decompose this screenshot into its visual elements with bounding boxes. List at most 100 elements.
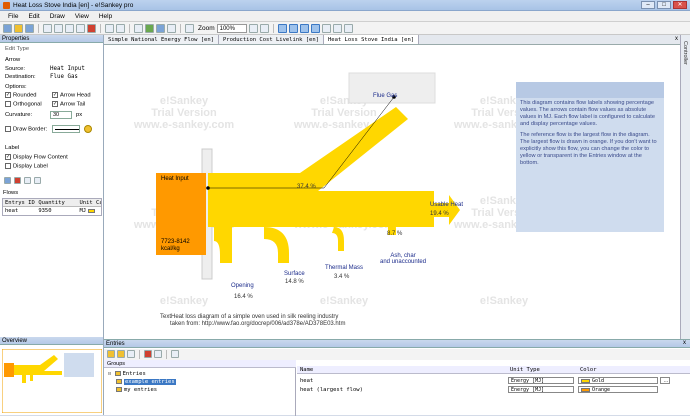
sankey-diagram[interactable] [104, 45, 680, 339]
delete-entry-icon[interactable] [144, 350, 152, 358]
delete-icon[interactable] [87, 23, 96, 33]
tree-item-example-entries[interactable]: example entries [116, 378, 176, 386]
controller-sidebar[interactable]: Controller [680, 35, 690, 339]
tree-item-my-entries[interactable]: my entries [116, 386, 157, 394]
surface-flow [264, 227, 289, 263]
checkbox-unchecked-icon [5, 101, 11, 107]
open-folder-icon[interactable] [14, 23, 23, 33]
open-group-icon[interactable] [117, 350, 125, 358]
color-select[interactable]: Gold [578, 377, 658, 384]
zoom-select[interactable]: 100% [216, 23, 247, 33]
color-swatch [581, 387, 590, 392]
arrow-tool-icon[interactable] [156, 23, 165, 33]
folder-icon [116, 387, 122, 392]
description-box[interactable]: This diagram contains flow labels showin… [516, 82, 664, 232]
flow-quantity-cell: 9350 [38, 208, 52, 214]
table-row[interactable]: heat 9350 MJ [3, 207, 101, 215]
description-box-header [516, 82, 664, 98]
flue-gas-node [348, 72, 436, 104]
menu-help[interactable]: Help [98, 13, 113, 20]
arrow-head-checkbox[interactable]: ✓Arrow Head [52, 92, 91, 99]
view-mode-2-icon[interactable] [288, 23, 298, 33]
cut-icon[interactable] [54, 23, 63, 33]
view-mode-4-icon[interactable] [310, 23, 320, 33]
new-file-icon[interactable] [3, 23, 12, 33]
entry-properties-icon[interactable] [171, 350, 179, 358]
thermal-mass-flow [332, 227, 344, 251]
thermal-mass-label: Thermal Mass [325, 265, 364, 271]
minimize-button[interactable]: – [641, 1, 655, 9]
maximize-button[interactable]: □ [657, 1, 671, 9]
orthogonal-checkbox[interactable]: Orthogonal [5, 101, 42, 108]
tree-item-label: example entries [124, 379, 176, 385]
undo-icon[interactable] [105, 23, 114, 33]
entries-close-icon[interactable]: x [683, 340, 686, 346]
checkbox-checked-icon: ✓ [5, 154, 11, 160]
color-picker-icon[interactable] [84, 125, 92, 133]
pointer-tool-icon[interactable] [134, 23, 143, 33]
entry-name-cell[interactable]: heat (largest flow) [300, 387, 363, 393]
tab-production-cost-livelink[interactable]: Production Cost Livelink [en] [218, 35, 324, 44]
zoom-out-icon[interactable] [259, 23, 269, 33]
menu-view[interactable]: View [74, 13, 89, 20]
tab-heat-loss-stove-india[interactable]: Heat Loss Stove India [en] [324, 35, 420, 44]
more-button[interactable]: ... [660, 377, 670, 384]
print-icon[interactable] [43, 23, 52, 33]
menu-edit[interactable]: Edit [28, 13, 40, 20]
node-tool-icon[interactable] [145, 23, 154, 33]
display-flow-content-checkbox[interactable]: ✓Display Flow Content [5, 154, 68, 161]
column-header-color: Color [577, 366, 690, 374]
add-entry-icon[interactable] [127, 350, 135, 358]
display-label-checkbox[interactable]: Display Label [5, 163, 48, 170]
watermark-line: e!Sankey [159, 95, 209, 107]
description-paragraph-2: The reference flow is the largest flow i… [520, 132, 657, 166]
toolbar-divider [100, 23, 101, 33]
label-section-label: Label [5, 145, 20, 151]
copy-entry-icon[interactable] [154, 350, 162, 358]
draw-border-checkbox[interactable]: Draw Border: [5, 126, 47, 133]
color-select[interactable]: Orange [578, 386, 658, 393]
view-mode-3-icon[interactable] [299, 23, 309, 33]
menu-file[interactable]: File [8, 13, 19, 20]
text-tool-icon[interactable] [167, 23, 176, 33]
surface-pct: 14.8 % [285, 279, 304, 285]
ash-pct: 8.7 % [387, 231, 403, 237]
move-up-icon[interactable] [24, 177, 31, 184]
overview-thumbnail[interactable] [2, 349, 102, 413]
zoom-icon[interactable] [185, 23, 194, 33]
checkbox-checked-icon: ✓ [52, 92, 58, 98]
redo-icon[interactable] [116, 23, 125, 33]
add-flow-icon[interactable] [4, 177, 11, 184]
arrow-tail-checkbox[interactable]: ✓Arrow Tail [52, 101, 85, 108]
groups-tree: Groups ⊟ Entries example entries my entr… [104, 360, 296, 416]
tab-simple-national-energy-flow[interactable]: Simple National Energy Flow [en] [104, 35, 219, 44]
tree-item-entries[interactable]: ⊟ Entries [108, 370, 146, 378]
toolbar-divider [166, 350, 167, 359]
move-down-icon[interactable] [34, 177, 41, 184]
main-flow [208, 191, 434, 227]
distribute-icon[interactable] [332, 23, 342, 33]
close-tab-icon[interactable]: x [675, 36, 678, 42]
save-icon[interactable] [25, 23, 34, 33]
view-mode-1-icon[interactable] [277, 23, 287, 33]
align-icon[interactable] [321, 23, 331, 33]
entry-name-cell[interactable]: heat [300, 378, 314, 384]
close-button[interactable]: ✕ [673, 1, 687, 9]
unit-type-select[interactable]: Energy [MJ] [508, 377, 574, 384]
rounded-checkbox[interactable]: ✓Rounded [5, 92, 37, 99]
new-group-icon[interactable] [107, 350, 115, 358]
paste-icon[interactable] [76, 23, 85, 33]
unit-type-select[interactable]: Energy [MJ] [508, 386, 574, 393]
rounded-label: Rounded [13, 92, 37, 99]
menu-draw[interactable]: Draw [49, 13, 65, 20]
zoom-in-icon[interactable] [248, 23, 258, 33]
column-header: Unit Ca [79, 200, 101, 206]
curvature-input[interactable]: 30 [50, 111, 72, 119]
border-style-select[interactable] [52, 125, 80, 133]
remove-flow-icon[interactable] [14, 177, 21, 184]
copy-icon[interactable] [65, 23, 74, 33]
grid-icon[interactable] [343, 23, 353, 33]
watermark: e!Sankey [274, 295, 414, 307]
